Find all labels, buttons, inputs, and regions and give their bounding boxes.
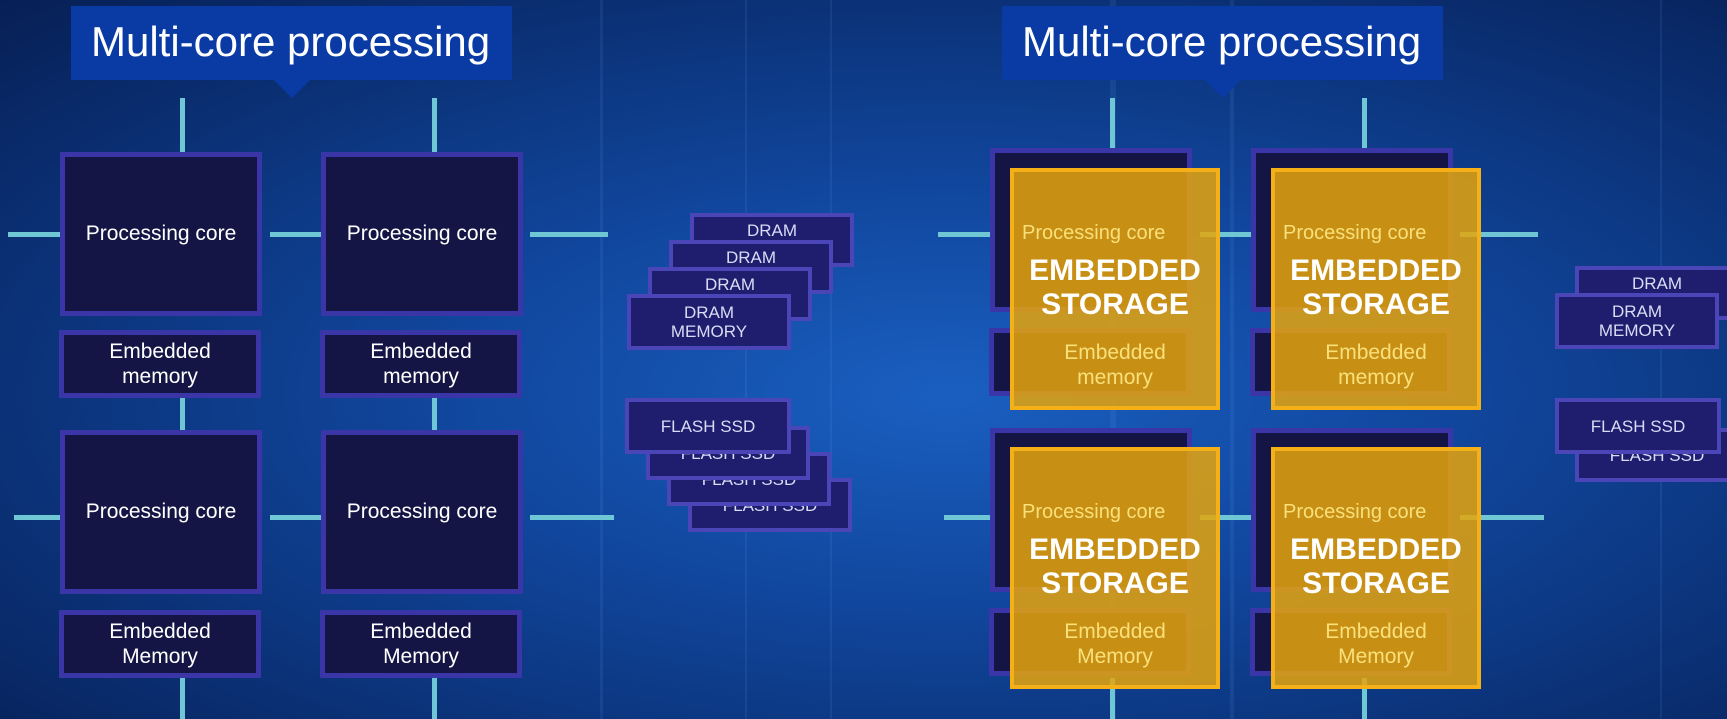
embedded-storage-label: EMBEDDED STORAGE (1029, 533, 1201, 600)
overlay-memory-label: Embedded Memory (1325, 620, 1427, 668)
embedded-storage-label: EMBEDDED STORAGE (1029, 254, 1201, 321)
embedded-memory-1: Embedded memory (59, 330, 261, 398)
embedded-memory-label: Embedded Memory (370, 620, 472, 668)
wire (1110, 98, 1115, 158)
embedded-memory-label: Embedded Memory (109, 620, 211, 668)
right-title: Multi-core processing (1002, 6, 1444, 98)
wire (270, 515, 322, 520)
embedded-storage-2: Processing core EMBEDDED STORAGE Embedde… (1271, 168, 1481, 410)
wire (180, 398, 185, 434)
processing-core-4: Processing core (321, 430, 523, 594)
right-diagram: Multi-core processing Processing core EM… (930, 0, 1727, 719)
left-title: Multi-core processing (71, 6, 513, 98)
wire (1200, 515, 1252, 520)
embedded-storage-1: Processing core EMBEDDED STORAGE Embedde… (1010, 168, 1220, 410)
embedded-storage-4: Processing core EMBEDDED STORAGE Embedde… (1271, 447, 1481, 689)
wire (14, 515, 60, 520)
wire (432, 398, 437, 434)
dram-memory-label: DRAM MEMORY (670, 303, 748, 341)
wire (180, 678, 185, 719)
dram-memory-label: DRAM MEMORY (1598, 302, 1676, 340)
left-diagram: Multi-core processing Processing core Pr… (0, 0, 860, 719)
overlay-core-label: Processing core (1022, 222, 1166, 244)
embedded-memory-4: Embedded Memory (320, 610, 522, 678)
wire (530, 232, 608, 237)
overlay-memory-label: Embedded memory (1325, 341, 1427, 389)
embedded-storage-label: EMBEDDED STORAGE (1290, 533, 1462, 600)
flash-ssd-chip: FLASH SSD (1555, 398, 1721, 454)
processing-core-2: Processing core (321, 152, 523, 316)
overlay-core-label: Processing core (1283, 222, 1427, 244)
wire (180, 98, 185, 158)
wire (1362, 678, 1367, 719)
embedded-memory-label: Embedded memory (370, 340, 472, 388)
processing-core-3: Processing core (60, 430, 262, 594)
overlay-core-label: Processing core (1283, 501, 1427, 523)
wire (432, 678, 437, 719)
wire (944, 515, 990, 520)
overlay-memory-label: Embedded Memory (1064, 620, 1166, 668)
wire (8, 232, 60, 237)
embedded-memory-label: Embedded memory (109, 340, 211, 388)
wire (1460, 232, 1538, 237)
wire (1460, 515, 1544, 520)
wire (530, 515, 614, 520)
wire (1362, 98, 1367, 158)
wire (270, 232, 322, 237)
wire (432, 98, 437, 158)
embedded-storage-3: Processing core EMBEDDED STORAGE Embedde… (1010, 447, 1220, 689)
embedded-memory-3: Embedded Memory (59, 610, 261, 678)
wire (1110, 678, 1115, 719)
processing-core-1: Processing core (60, 152, 262, 316)
wire (938, 232, 990, 237)
embedded-storage-label: EMBEDDED STORAGE (1290, 254, 1462, 321)
embedded-memory-2: Embedded memory (320, 330, 522, 398)
dram-memory-chip: DRAM MEMORY (1555, 293, 1719, 349)
overlay-memory-label: Embedded memory (1064, 341, 1166, 389)
wire (1200, 232, 1252, 237)
dram-memory-chip: DRAM MEMORY (627, 294, 791, 350)
overlay-core-label: Processing core (1022, 501, 1166, 523)
flash-ssd-chip: FLASH SSD (625, 398, 791, 454)
